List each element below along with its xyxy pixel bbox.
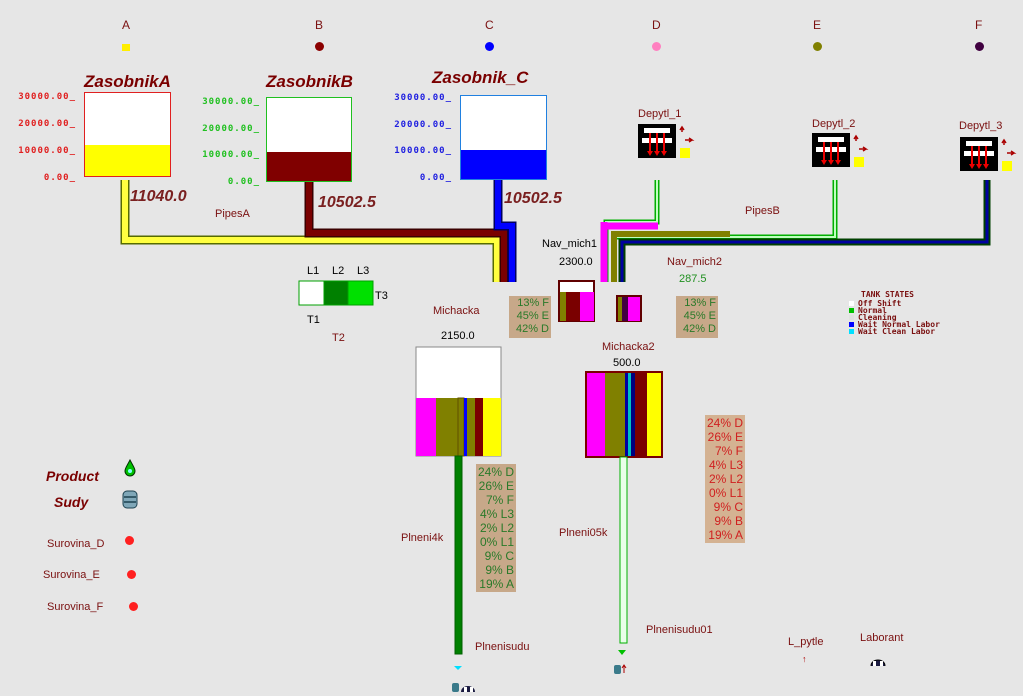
product-label: Product — [46, 468, 99, 484]
plnenisudu01-label: Plnenisudu01 — [646, 624, 713, 636]
plnenisudu-label: Plnenisudu — [475, 641, 530, 653]
tank-b-level — [267, 151, 351, 181]
surovina-e-label: Surovina_E — [43, 569, 100, 581]
nav-mich1-label: Nav_mich1 — [542, 238, 598, 250]
tank-state-item: Off Shift — [849, 299, 940, 308]
nav-mich2-value: 287.5 — [679, 273, 707, 285]
surovina-f-label: Surovina_F — [47, 601, 104, 613]
tank-a-level — [85, 145, 170, 176]
surovina-e-dot — [127, 570, 136, 579]
surovina-f-dot — [129, 602, 138, 611]
column-label-b: B — [315, 18, 324, 32]
l-pytle-label: L_pytle — [788, 636, 824, 648]
tank-state-label: Wait Normal Labor — [858, 320, 940, 329]
tank-state-swatch — [849, 322, 854, 327]
sudy-label: Sudy — [54, 494, 89, 510]
column-marker-d — [652, 42, 661, 51]
depytl-1[interactable] — [638, 124, 695, 158]
tank-state-swatch — [849, 329, 854, 334]
pipes-a-label: PipesA — [215, 208, 250, 220]
tank-state-swatch — [849, 315, 854, 320]
column-marker-f — [975, 42, 984, 51]
column-label-f: F — [975, 18, 983, 32]
plneni05k-label: Plneni05k — [559, 527, 608, 539]
pipes-b-label: PipesB — [745, 205, 780, 217]
nav-mich1-tank — [558, 280, 595, 322]
l2-label: L2 — [332, 265, 345, 277]
tank-state-label: Normal — [858, 306, 887, 315]
tank-b-value: 10502.5 — [318, 194, 376, 211]
tank-state-item: Cleaning — [849, 313, 940, 322]
tank-state-item: Wait Normal Labor — [849, 320, 940, 329]
nav-mich2-tank — [616, 295, 642, 322]
tank-c-axis: 30000.00_20000.00_10000.00_0.00_ — [394, 93, 452, 183]
michacka-label: Michacka — [433, 305, 480, 317]
t3-label: T3 — [375, 290, 388, 302]
column-label-c: C — [485, 18, 494, 32]
depytl-1-label: Depytl_1 — [638, 108, 682, 120]
lines-l — [298, 280, 374, 306]
tank-state-swatch — [849, 308, 854, 313]
plneni4k-label: Plneni4k — [401, 532, 444, 544]
tank-a-name: ZasobnikA — [84, 72, 171, 91]
tank-b[interactable] — [266, 97, 352, 182]
laborant-label: Laborant — [860, 632, 904, 644]
tank-state-item: Normal — [849, 306, 940, 315]
nav-mich1-value: 2300.0 — [559, 256, 593, 268]
michacka-tank — [415, 346, 502, 457]
michacka2-value: 500.0 — [613, 357, 641, 369]
tank-a-axis: 30000.00_20000.00_10000.00_0.00_ — [18, 92, 76, 183]
l3-label: L3 — [357, 265, 370, 277]
tank-state-swatch — [849, 301, 854, 306]
pipes-a — [120, 180, 517, 282]
nav-mich2-label: Nav_mich2 — [667, 256, 723, 268]
depytl-2-icon — [812, 133, 869, 167]
michacka2-label: Michacka2 — [602, 341, 655, 353]
tank-states-title: TANK STATES — [861, 290, 914, 299]
tank-c-name: Zasobnik_C — [432, 68, 529, 87]
column-label-e: E — [813, 18, 822, 32]
tank-b-axis: 30000.00_20000.00_10000.00_0.00_ — [202, 97, 260, 187]
michacka2-tank — [585, 371, 663, 458]
tank-c-level — [461, 149, 546, 179]
tank-a-value: 11040.0 — [130, 188, 187, 205]
tank-a[interactable] — [84, 92, 171, 177]
l1-label: L1 — [307, 265, 320, 277]
column-label-d: D — [652, 18, 661, 32]
column-marker-c — [485, 42, 494, 51]
michacka-value: 2150.0 — [441, 330, 475, 342]
tank-state-label: Off Shift — [858, 299, 902, 308]
tank-c-value: 10502.5 — [504, 190, 562, 207]
tank-state-label: Cleaning — [858, 313, 897, 322]
column-marker-b — [315, 42, 324, 51]
plneni4k-pipe — [454, 455, 463, 655]
tank-c[interactable] — [460, 95, 547, 180]
depytl-1-icon — [638, 124, 695, 158]
depytl-3-label: Depytl_3 — [959, 120, 1003, 132]
tank-b-name: ZasobnikB — [266, 72, 353, 91]
surovina-d-dot — [125, 536, 134, 545]
tank-state-item: Wait Clean Labor — [849, 327, 940, 336]
surovina-d-label: Surovina_D — [47, 538, 105, 550]
column-marker-a — [122, 44, 130, 51]
column-label-a: A — [122, 18, 131, 32]
plneni05k-pipe — [619, 456, 628, 644]
t1-label: T1 — [307, 314, 320, 326]
depytl-3[interactable] — [960, 137, 1017, 171]
tank-state-label: Wait Clean Labor — [858, 327, 936, 336]
pipes-b — [600, 180, 991, 282]
column-marker-e — [813, 42, 822, 51]
t2-label: T2 — [332, 332, 345, 344]
depytl-2-label: Depytl_2 — [812, 118, 856, 130]
l-pytle-icon: ↑ — [802, 654, 807, 664]
depytl-2[interactable] — [812, 133, 869, 167]
depytl-3-icon — [960, 137, 1017, 171]
